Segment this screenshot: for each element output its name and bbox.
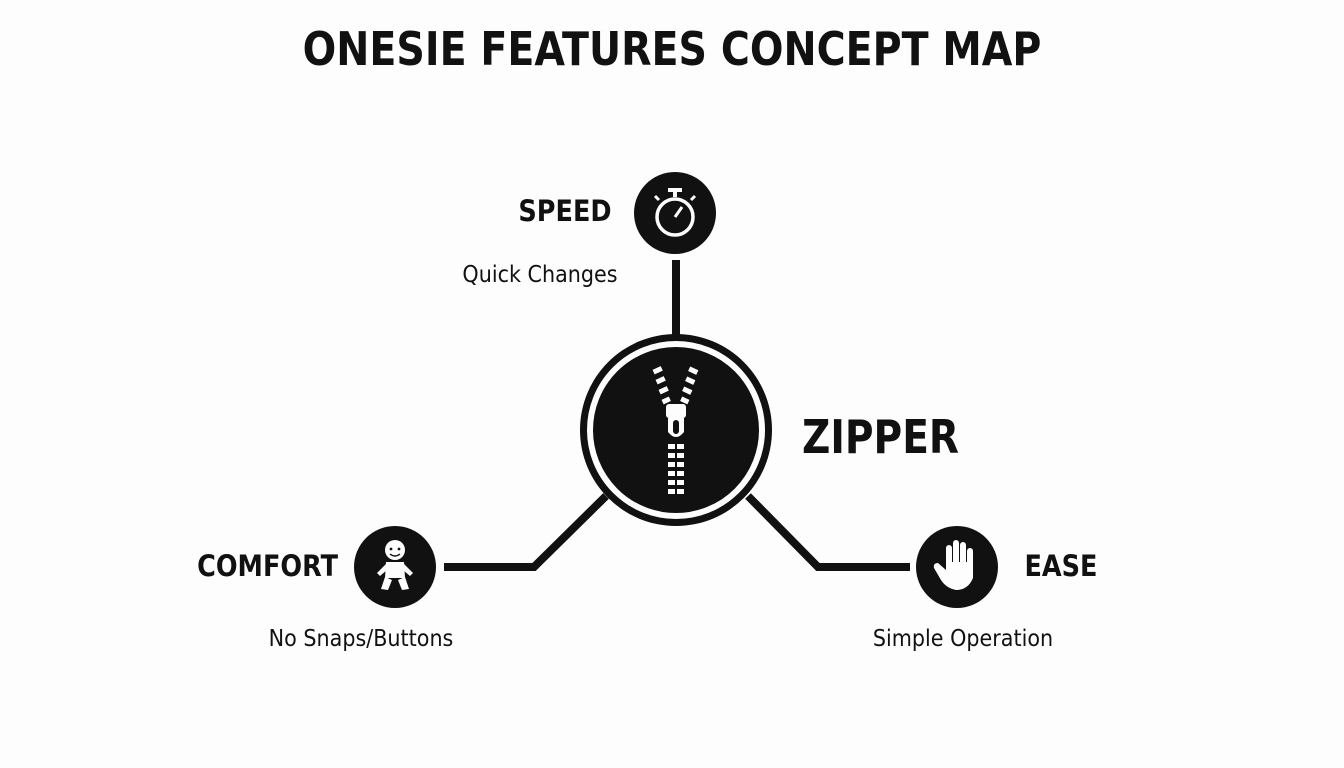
- stopwatch-icon: [653, 188, 697, 237]
- hand-icon: [933, 540, 973, 590]
- connector-comfort: [444, 493, 609, 571]
- page-title: ONESIE FEATURES CONCEPT MAP: [302, 22, 1042, 76]
- connectors: [444, 260, 910, 571]
- ease-description: Simple Operation: [872, 626, 1054, 652]
- zipper-icon: [652, 366, 699, 494]
- center-node: [580, 334, 772, 526]
- speed-description: Quick Changes: [462, 262, 618, 288]
- ease-label: EASE: [1024, 549, 1098, 583]
- baby-icon: [377, 540, 413, 590]
- ease-node: [916, 526, 998, 608]
- connector-ease: [745, 493, 910, 571]
- comfort-label: COMFORT: [197, 549, 338, 583]
- center-node-label: ZIPPER: [802, 410, 960, 464]
- speed-node: [634, 172, 716, 254]
- speed-label: SPEED: [518, 194, 612, 228]
- comfort-node: [354, 526, 436, 608]
- comfort-description: No Snaps/Buttons: [268, 626, 454, 652]
